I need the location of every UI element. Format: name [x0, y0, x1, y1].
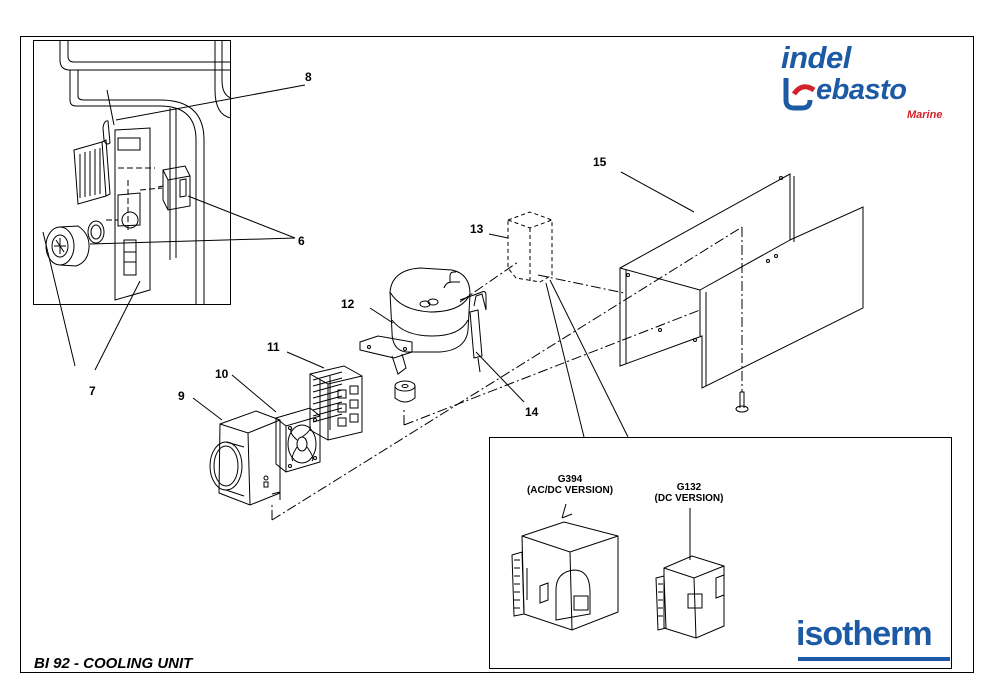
- indel-webasto-logo: indel ebasto Marine: [776, 40, 956, 122]
- controller-g394-label: G394 (AC/DC VERSION): [524, 474, 616, 496]
- compressor: [359, 267, 487, 375]
- controller-g132-label: G132 (DC VERSION): [644, 482, 734, 504]
- webasto-w-mark-icon: [783, 78, 816, 111]
- fan-shroud: [209, 410, 281, 506]
- callout-10: 10: [215, 367, 229, 381]
- diagram-title: BI 92 - COOLING UNIT: [34, 655, 193, 672]
- logo-isotherm-underline: [798, 657, 950, 661]
- controller-g394-drawing: [511, 513, 619, 631]
- controller-g132-version: (DC VERSION): [654, 493, 724, 504]
- assembly-lines: [271, 226, 743, 521]
- callout-9: 9: [178, 389, 185, 403]
- callout-7: 7: [89, 384, 96, 398]
- thermostat-knob: [45, 225, 90, 267]
- callout-15: 15: [593, 155, 607, 169]
- controller-g132-drawing: [655, 555, 725, 639]
- clip-part: [102, 89, 115, 145]
- isotherm-logo: isotherm: [796, 615, 956, 663]
- screw: [735, 391, 749, 413]
- air-grille: [73, 139, 111, 205]
- electronic-unit-outline: [507, 211, 553, 283]
- knob-ring: [87, 220, 105, 244]
- logo-webasto-word: ebasto: [816, 74, 907, 106]
- controller-g132-code: G132: [676, 482, 702, 493]
- leader-g394: [561, 503, 567, 519]
- controller-detail-box: [489, 437, 952, 669]
- callout-6: 6: [298, 234, 305, 248]
- controller-g394-code: G394: [557, 474, 583, 485]
- inset-detail-box: [33, 40, 231, 305]
- logo-marine-word: Marine: [907, 109, 943, 121]
- callout-13: 13: [470, 222, 484, 236]
- callout-12: 12: [341, 297, 355, 311]
- drawing-frame: [20, 36, 974, 673]
- callout-14: 14: [525, 405, 539, 419]
- thermostat-body: [157, 165, 191, 211]
- filter-drier: [469, 293, 487, 373]
- rubber-grommet: [394, 380, 416, 403]
- logo-isotherm-word: isotherm: [796, 615, 933, 653]
- callout-11: 11: [267, 340, 280, 354]
- fan: [275, 407, 321, 473]
- mounting-bracket: [619, 173, 864, 389]
- leader-lines: [192, 171, 695, 438]
- controller-g394-version: (AC/DC VERSION): [526, 485, 614, 496]
- logo-indel-word: indel: [781, 40, 851, 75]
- callout-8: 8: [305, 70, 312, 84]
- cabinet-interior-drawing: [59, 40, 232, 305]
- condenser: [309, 365, 363, 441]
